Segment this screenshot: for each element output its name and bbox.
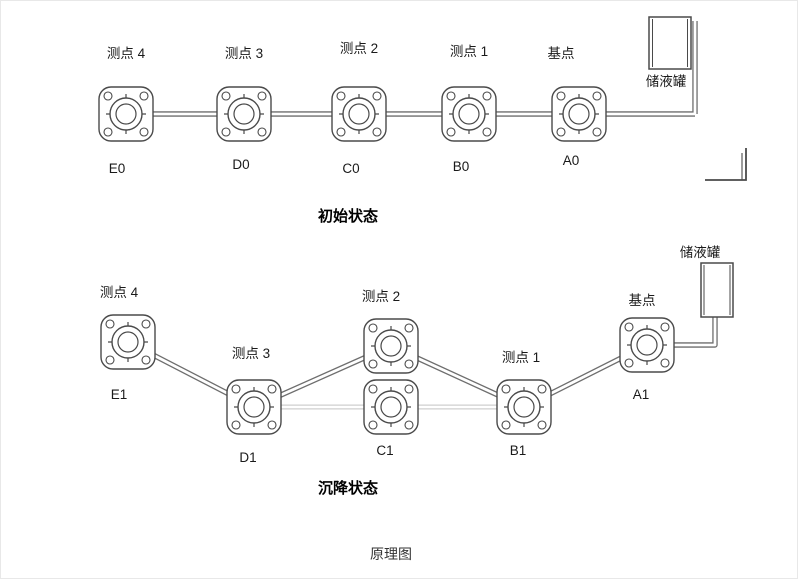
pipe-run-initial	[126, 21, 698, 117]
datum-bracket-icon	[705, 148, 747, 181]
code-label-e1: E1	[111, 387, 128, 402]
tank-label-settled: 储液罐	[680, 245, 721, 260]
code-label-c1: C1	[376, 443, 393, 458]
level-gauge-B1	[496, 379, 552, 435]
level-gauge-A1	[619, 317, 675, 373]
code-label-e0: E0	[109, 161, 126, 176]
point-label-a1: 基点	[629, 292, 656, 308]
code-label-d1: D1	[239, 450, 256, 465]
point-label-c1: 测点 2	[362, 289, 400, 304]
caption-initial-state: 初始状态	[318, 207, 378, 225]
code-label-a1: A1	[633, 387, 650, 402]
point-label-e0: 测点 4	[107, 46, 146, 61]
code-label-b1: B1	[510, 443, 527, 458]
code-label-b0: B0	[453, 159, 470, 174]
figure-title: 原理图	[370, 546, 412, 562]
level-gauge-E0	[98, 86, 154, 142]
point-label-e1: 测点 4	[100, 285, 139, 300]
code-label-c0: C0	[342, 161, 359, 176]
point-label-b0: 测点 1	[450, 44, 488, 59]
reservoir-tank-initial	[648, 16, 692, 70]
point-label-d1: 测点 3	[232, 346, 270, 361]
point-label-d0: 测点 3	[225, 46, 263, 61]
level-gauge-C1	[363, 379, 419, 435]
code-label-a0: A0	[563, 153, 580, 168]
level-gauge-B0	[441, 86, 497, 142]
level-gauge-point2-raised	[363, 318, 419, 374]
point-label-b1: 测点 1	[502, 350, 540, 365]
level-gauge-E1	[100, 314, 156, 370]
settled-state-diagram: 测点 4 测点 3 测点 2 测点 1 基点 E1 D1 C1 B1 A1 储液…	[100, 245, 734, 497]
level-gauge-A0	[551, 86, 607, 142]
reservoir-tank-settled	[700, 262, 734, 318]
level-gauge-D1	[226, 379, 282, 435]
code-label-d0: D0	[232, 157, 249, 172]
level-gauge-D0	[216, 86, 272, 142]
caption-settled-state: 沉降状态	[318, 479, 378, 497]
point-label-a0: 基点	[548, 45, 575, 61]
tank-label-initial: 储液罐	[646, 74, 687, 89]
point-label-c0: 测点 2	[340, 41, 378, 56]
initial-state-diagram: 测点 4 测点 3 测点 2 测点 1 基点 E0 D0 C0 B0 A0 储液…	[98, 16, 747, 225]
level-gauge-C0	[331, 86, 387, 142]
